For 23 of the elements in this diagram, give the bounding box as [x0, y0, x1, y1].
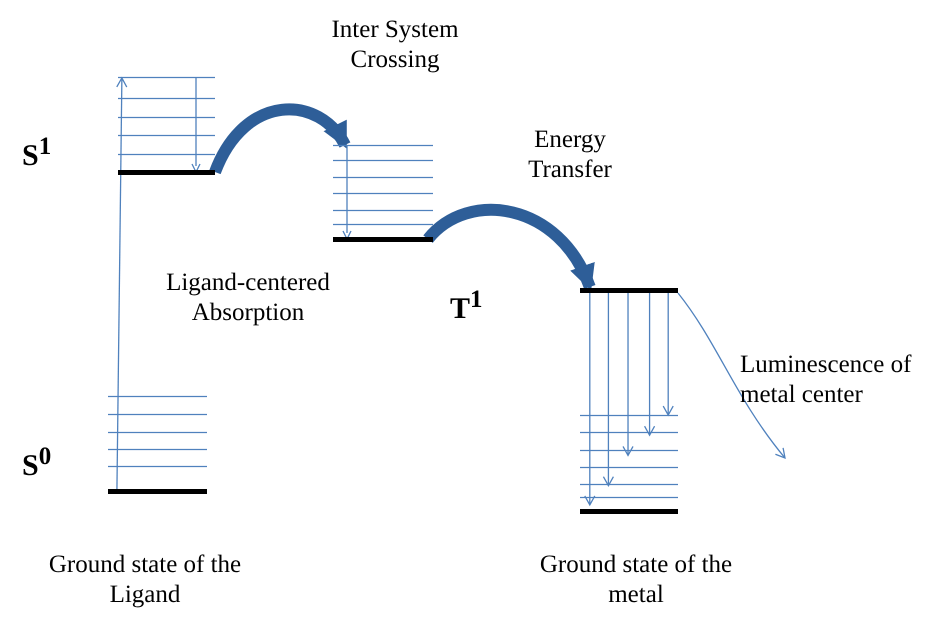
curved-arrow: [424, 204, 596, 291]
edge-label: Ligand-centered Absorption: [165, 268, 331, 328]
arrow: [602, 293, 614, 486]
arrow: [622, 293, 634, 456]
state-caption: Ground state of the Ligand: [48, 550, 242, 610]
state-caption: Ground state of the metal: [538, 550, 734, 610]
arrow: [677, 292, 786, 459]
edge-label: Energy Transfer: [527, 125, 613, 185]
state-symbol: S$^{0}$: [22, 442, 52, 484]
state-symbol: T$^{1}$: [450, 285, 483, 327]
arrow: [584, 293, 596, 506]
energy-level-ladder: [333, 145, 433, 242]
energy-level-ladder: [108, 396, 207, 494]
state-symbol: S$^{1}$: [22, 132, 52, 174]
energy-level-ladder: [580, 287, 678, 293]
energy-level-ladder: [580, 413, 678, 514]
edge-label: Inter System Crossing: [330, 15, 460, 75]
arrow: [644, 293, 656, 436]
arrow: [116, 77, 128, 492]
energy-level-ladder: [118, 77, 215, 175]
edge-label: Luminescence of metal center: [740, 350, 912, 410]
curved-arrow: [210, 104, 350, 175]
arrow: [662, 293, 674, 416]
